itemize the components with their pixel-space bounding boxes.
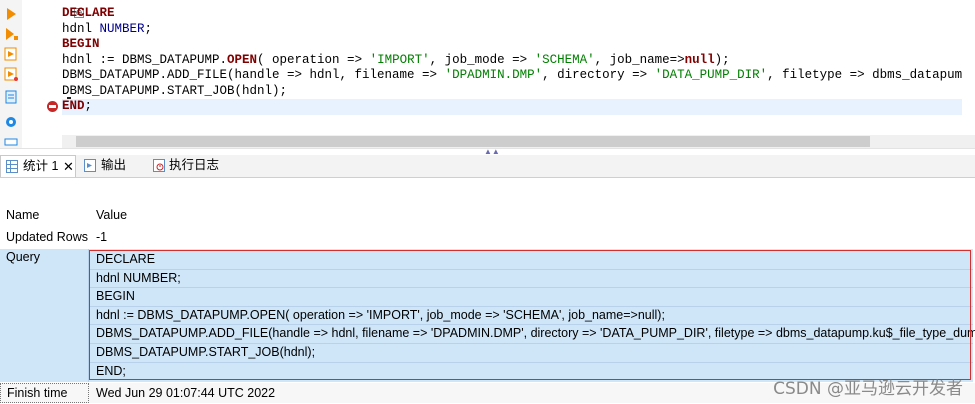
row-divider [88,287,973,289]
code-token: 'IMPORT' [369,52,430,67]
result-tabs: 统计 1 ✕ 输出 执行日志 [0,155,975,178]
row-divider [88,305,973,307]
query-line: hdnl := DBMS_DATAPUMP.OPEN( operation =>… [96,307,665,322]
code-token: , job_mode => [429,52,535,67]
code-token: ); [714,52,730,67]
row-divider [88,361,973,363]
code-line[interactable]: BEGIN [62,37,962,53]
output-icon [84,159,96,172]
explain-plan-icon[interactable] [3,89,19,105]
code-line[interactable]: hdnl NUMBER; [62,22,962,38]
code-token: hdnl := DBMS_DATAPUMP. [62,52,228,67]
code-token: DECLARE [62,6,115,20]
query-line: DBMS_DATAPUMP.START_JOB(hdnl); [96,345,316,359]
row-divider [88,324,973,326]
grid-header-row: Name Value [0,205,975,226]
grid-icon [6,160,18,173]
query-line: hdnl NUMBER; [96,270,181,285]
code-token: END [62,99,85,113]
row-name: Updated Rows [6,230,88,244]
code-line[interactable]: DBMS_DATAPUMP.ADD_FILE(handle => hdnl, f… [62,68,962,84]
column-header-value: Value [96,208,128,222]
query-row-name: Query [6,250,41,264]
code-line[interactable]: DBMS_DATAPUMP.START_JOB(hdnl); [62,84,962,100]
run-statement-icon[interactable] [3,26,19,42]
code-token: , job_name=> [594,52,685,67]
more-tools-icon[interactable] [3,138,19,146]
code-token: hdnl [62,21,100,36]
scrollbar-thumb[interactable] [76,136,870,147]
code-token: ( operation => [257,52,370,67]
code-token: 'SCHEMA' [534,52,595,67]
code-token: ; [144,21,153,36]
code-token: ; [84,99,93,113]
row-divider [88,268,973,270]
close-tab-icon[interactable]: ✕ [63,159,74,174]
run-script-icon[interactable] [3,46,19,62]
query-line: END; [96,363,126,378]
code-token: null [684,52,715,67]
tab-execution-log[interactable]: 执行日志 [148,155,236,177]
error-marker-icon [47,101,58,112]
code-line[interactable]: END; [62,99,962,115]
table-row[interactable]: Finish time Wed Jun 29 01:07:44 UTC 2022 [0,383,975,403]
code-token: BEGIN [62,37,100,51]
panel-splitter[interactable]: ▲▲ [484,147,500,156]
row-name: Finish time [0,383,89,403]
row-value: Wed Jun 29 01:07:44 UTC 2022 [96,386,276,400]
fold-collapse-icon[interactable]: ⊖ [74,8,84,18]
code-token: DBMS_DATAPUMP.ADD_FILE(handle => hdnl, f… [62,68,445,82]
tab-label: 执行日志 [169,158,220,172]
settings-gear-icon[interactable] [3,114,19,130]
column-header-name: Name [6,208,40,222]
run-script-new-tab-icon[interactable] [3,66,19,82]
code-line[interactable]: DECLARE [62,6,962,22]
editor-toolbar [0,0,23,148]
code-token: , directory => [542,68,655,82]
editor-gutter: ⊖ [22,0,84,148]
code-token: OPEN [227,52,258,67]
run-icon[interactable] [3,6,19,22]
row-divider [88,343,973,344]
tab-label: 输出 [101,158,127,172]
horizontal-scrollbar[interactable] [62,135,975,148]
query-row[interactable] [0,249,973,382]
tab-statistics[interactable]: 统计 1 ✕ [0,155,76,177]
query-line: DBMS_DATAPUMP.ADD_FILE(handle => hdnl, f… [96,326,975,341]
tab-label: 统计 1 [23,159,59,173]
column-divider [88,249,89,382]
code-token: DBMS_DATAPUMP.START_JOB(hdnl); [62,83,288,98]
watermark: CSDN @亚马逊云开发者 [773,379,963,399]
code-token: 'DATA_PUMP_DIR' [654,68,768,82]
query-line: BEGIN [96,289,135,304]
log-icon [153,159,165,172]
query-highlight-box [89,250,971,380]
query-line: DECLARE [96,252,156,266]
tab-output[interactable]: 输出 [78,155,146,177]
row-value: -1 [96,230,108,244]
code-token: 'DPADMIN.DMP' [444,68,543,82]
code-token: , filetype => dbms_datapump.k [767,68,962,82]
code-line[interactable]: hdnl := DBMS_DATAPUMP.OPEN( operation =>… [62,53,962,69]
code-token: NUMBER [99,21,145,36]
table-row[interactable]: Updated Rows -1 [0,227,975,248]
